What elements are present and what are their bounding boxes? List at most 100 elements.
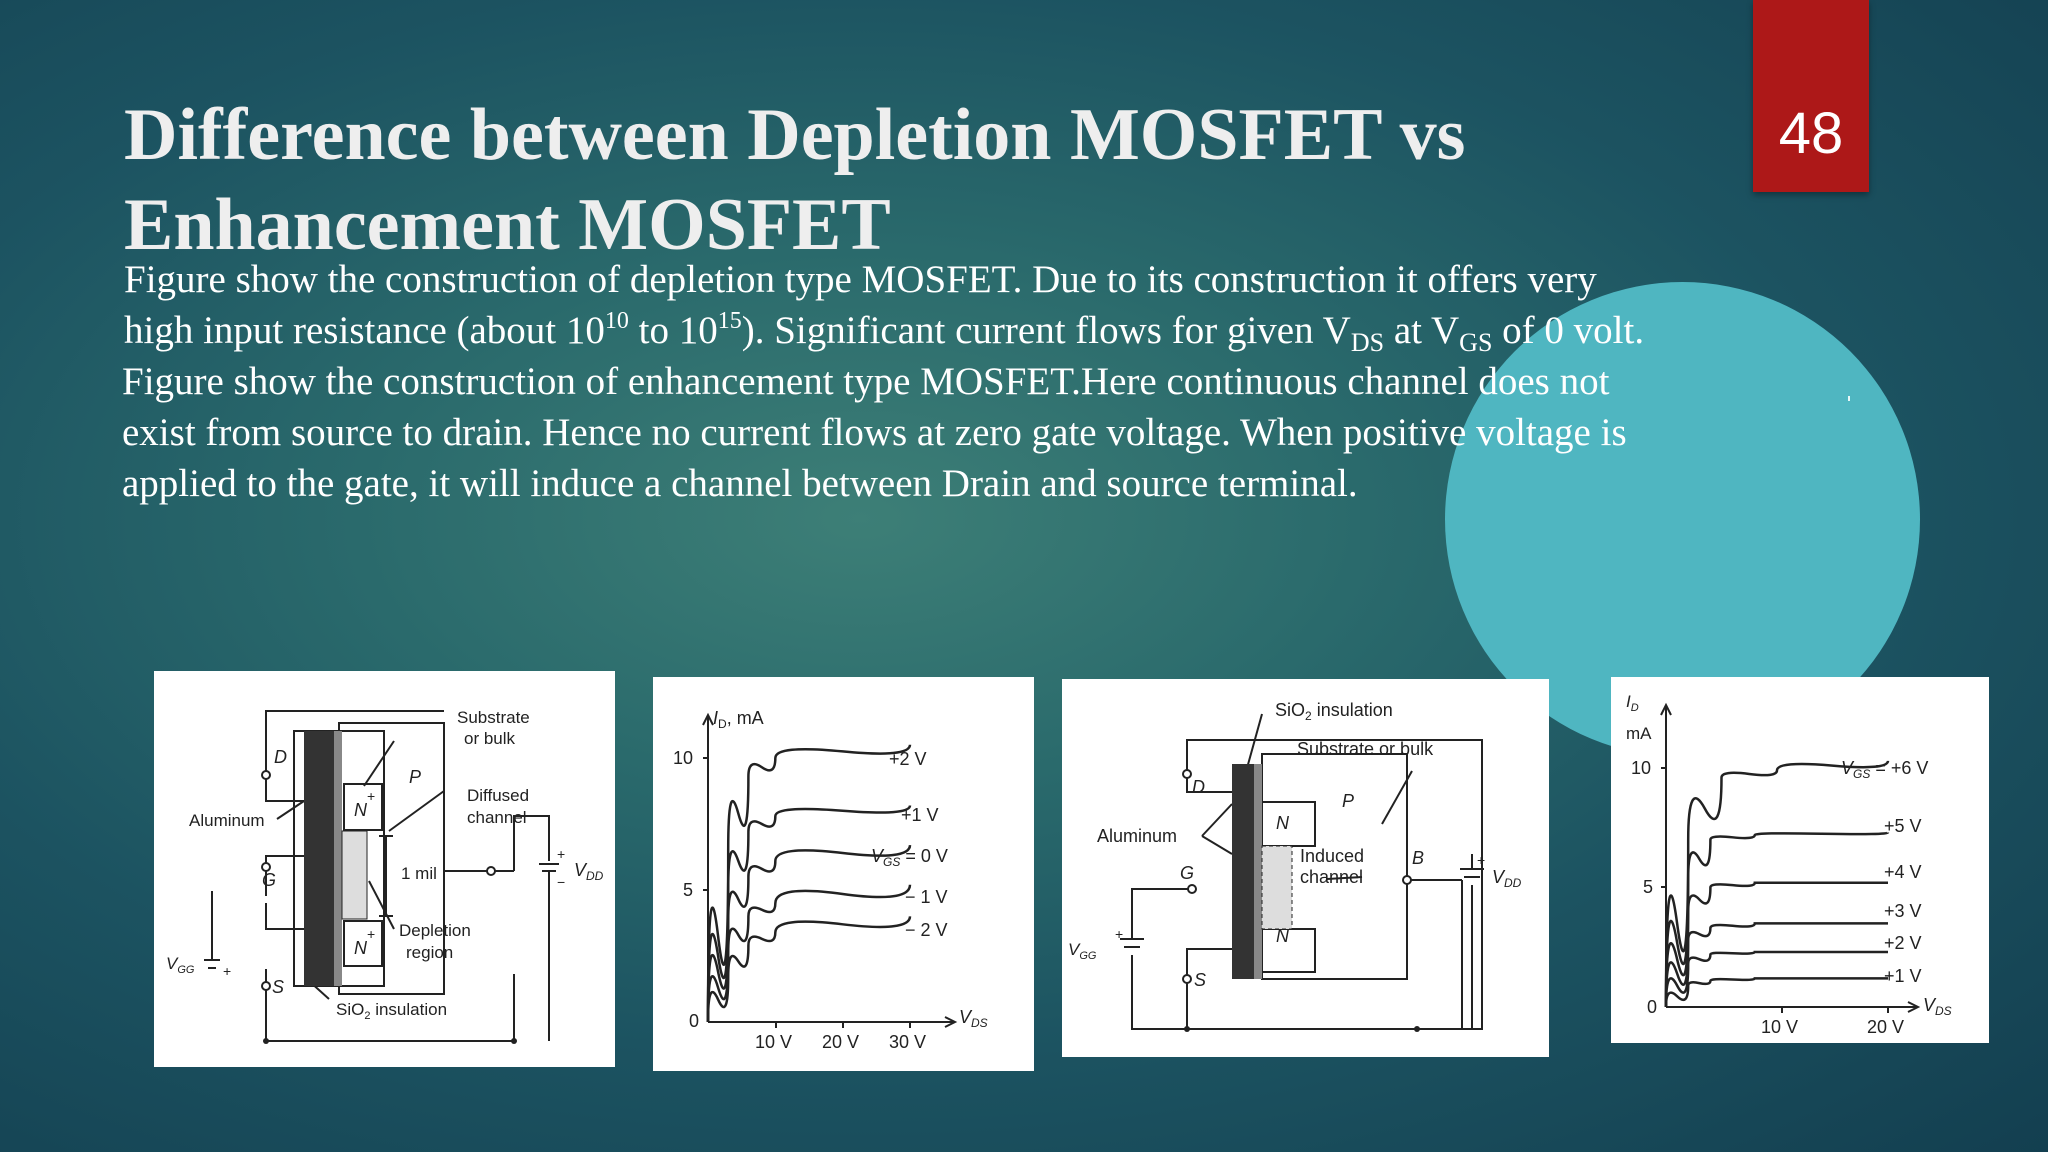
fig4-label-4v: +4 V	[1884, 862, 1922, 882]
fig3-p-label: P	[1342, 791, 1354, 811]
fig3-vdd-label: VDD	[1492, 867, 1522, 890]
fig3-aluminum-label: Aluminum	[1097, 826, 1177, 846]
fig4-curve-1	[1664, 831, 1890, 1008]
fig1-aluminum-label: Aluminum	[189, 811, 265, 830]
para1-subscript-gs: GS	[1459, 328, 1493, 357]
fig4-label-2v: +2 V	[1884, 933, 1922, 953]
fig2-ytick-0: 0	[689, 1011, 699, 1031]
fig3-induced-label-2: channel	[1300, 867, 1363, 887]
fig3-vgg-label: VGG	[1068, 940, 1097, 962]
fig3-n-top-label: N	[1276, 813, 1290, 833]
page-number-badge: 48	[1753, 0, 1869, 192]
fig3-vdd-plus: +	[1477, 852, 1485, 868]
title-line-2: Enhancement MOSFET	[124, 184, 891, 266]
fig4-y-axis-unit: mA	[1626, 724, 1652, 743]
fig2-curve-4	[706, 916, 912, 1023]
fig2-curve-1	[706, 805, 912, 1023]
decorative-dot	[1848, 396, 1850, 401]
fig4-curve-3	[1664, 922, 1888, 1008]
figure-enhancement-construction: SiO2 insulation Substrate or bulk D P N …	[1062, 679, 1549, 1057]
fig3-substrate-label: Substrate or bulk	[1297, 739, 1434, 759]
fig1-n-top-label: N	[354, 800, 368, 820]
fig1-vgg-label: VGG	[166, 954, 195, 976]
fig2-label-vgs0: VGS = 0 V	[871, 846, 948, 869]
fig1-substrate-label-1: Substrate	[457, 708, 530, 727]
fig4-label-vgs6: VGS = +6 V	[1841, 758, 1928, 781]
fig4-xtick-20: 20 V	[1867, 1017, 1904, 1037]
fig3-induced-label-1: Induced	[1300, 846, 1364, 866]
fig4-curve-4	[1664, 950, 1888, 1008]
fig3-source-label: S	[1194, 970, 1206, 990]
fig4-ytick-10: 10	[1631, 758, 1651, 778]
para1-text-5: of 0 volt.	[1492, 309, 1645, 352]
fig2-y-axis-label: ID, mA	[713, 708, 764, 731]
fig2-curves	[706, 744, 912, 1023]
fig3-sio2-label: SiO2 insulation	[1275, 700, 1393, 723]
fig4-label-1v: +1 V	[1884, 966, 1922, 986]
title-line-1: Difference between Depletion MOSFET vs	[124, 94, 1466, 176]
fig1-sio2-label: SiO2 insulation	[336, 1000, 447, 1022]
fig1-vgg-plus: +	[223, 963, 231, 979]
para1-exponent-1: 10	[604, 308, 629, 334]
fig1-substrate-label-2: or bulk	[464, 729, 516, 748]
fig1-depletion-label-2: region	[406, 943, 453, 962]
fig4-x-axis-label: VDS	[1923, 995, 1952, 1018]
fig1-p-label: P	[409, 767, 421, 787]
fig3-drain-label: D	[1192, 777, 1205, 797]
fig4-curve-5	[1664, 977, 1888, 1008]
fig1-gate-label: G	[262, 870, 276, 890]
paragraph-enhancement: Figure show the construction of enhancem…	[122, 360, 1627, 505]
para1-text-1: Figure show the construction of depletio…	[124, 258, 1597, 352]
paragraph-depletion: Figure show the construction of depletio…	[122, 254, 1662, 356]
fig2-ytick-5: 5	[683, 880, 693, 900]
fig1-vdd-minus: −	[557, 874, 565, 890]
fig2-curve-3	[706, 884, 912, 1023]
fig4-curves	[1664, 760, 1890, 1008]
fig4-curve-2	[1664, 881, 1888, 1008]
para1-exponent-2: 15	[717, 308, 742, 334]
fig2-curve-2	[706, 844, 912, 1023]
fig4-y-axis-label: ID	[1626, 692, 1639, 714]
page-number: 48	[1778, 101, 1844, 166]
slide-title: Difference between Depletion MOSFET vs E…	[124, 90, 1624, 270]
fig1-depletion-label-1: Depletion	[399, 921, 471, 940]
fig1-vdd-label: VDD	[574, 860, 604, 883]
fig2-label-minus2: − 2 V	[905, 920, 948, 940]
fig2-label-plus2: +2 V	[889, 749, 927, 769]
fig2-xtick-10: 10 V	[755, 1032, 792, 1052]
fig1-diffused-label-2: channel	[467, 808, 527, 827]
figure-enhancement-characteristics: ID mA 10 5 0 10 V 20 V VDS VGS = +6 V +5…	[1611, 677, 1989, 1043]
fig2-label-minus1: − 1 V	[905, 887, 948, 907]
para1-text-3: ). Significant current flows for given V	[741, 309, 1351, 352]
fig1-n-bottom-plus: +	[367, 926, 375, 942]
fig3-n-bottom-label: N	[1276, 926, 1290, 946]
figure-depletion-construction: Substrate or bulk D P N + Diffused chann…	[154, 671, 615, 1067]
fig2-xtick-30: 30 V	[889, 1032, 926, 1052]
fig3-vgg-plus: +	[1115, 926, 1123, 942]
fig1-one-mil-label: 1 mil	[401, 864, 437, 883]
fig4-curve-0	[1664, 760, 1890, 1008]
fig2-curve-0	[706, 744, 912, 1023]
fig1-n-top-plus: +	[367, 788, 375, 804]
fig2-ytick-10: 10	[673, 748, 693, 768]
para1-text-2: to 10	[628, 309, 718, 352]
fig1-n-bottom-label: N	[354, 938, 368, 958]
slide-body: Figure show the construction of depletio…	[122, 254, 1662, 509]
fig4-label-3v: +3 V	[1884, 901, 1922, 921]
fig4-ytick-0: 0	[1647, 997, 1657, 1017]
para1-subscript-ds: DS	[1350, 328, 1385, 357]
fig3-bulk-label: B	[1412, 848, 1424, 868]
figure-depletion-characteristics: ID, mA 10 5 0 10 V 20 V 30 V VDS +2 V +1…	[653, 677, 1034, 1071]
fig3-gate-label: G	[1180, 863, 1194, 883]
fig2-x-axis-label: VDS	[959, 1007, 988, 1030]
fig4-ytick-5: 5	[1643, 877, 1653, 897]
fig1-vdd-plus: +	[557, 846, 565, 862]
fig1-diffused-label-1: Diffused	[467, 786, 529, 805]
fig1-drain-label: D	[274, 747, 287, 767]
fig2-xtick-20: 20 V	[822, 1032, 859, 1052]
fig2-label-plus1: +1 V	[901, 805, 939, 825]
fig4-label-5v: +5 V	[1884, 816, 1922, 836]
fig4-xtick-10: 10 V	[1761, 1017, 1798, 1037]
fig1-source-label: S	[272, 977, 284, 997]
para1-text-4: at V	[1384, 309, 1460, 352]
